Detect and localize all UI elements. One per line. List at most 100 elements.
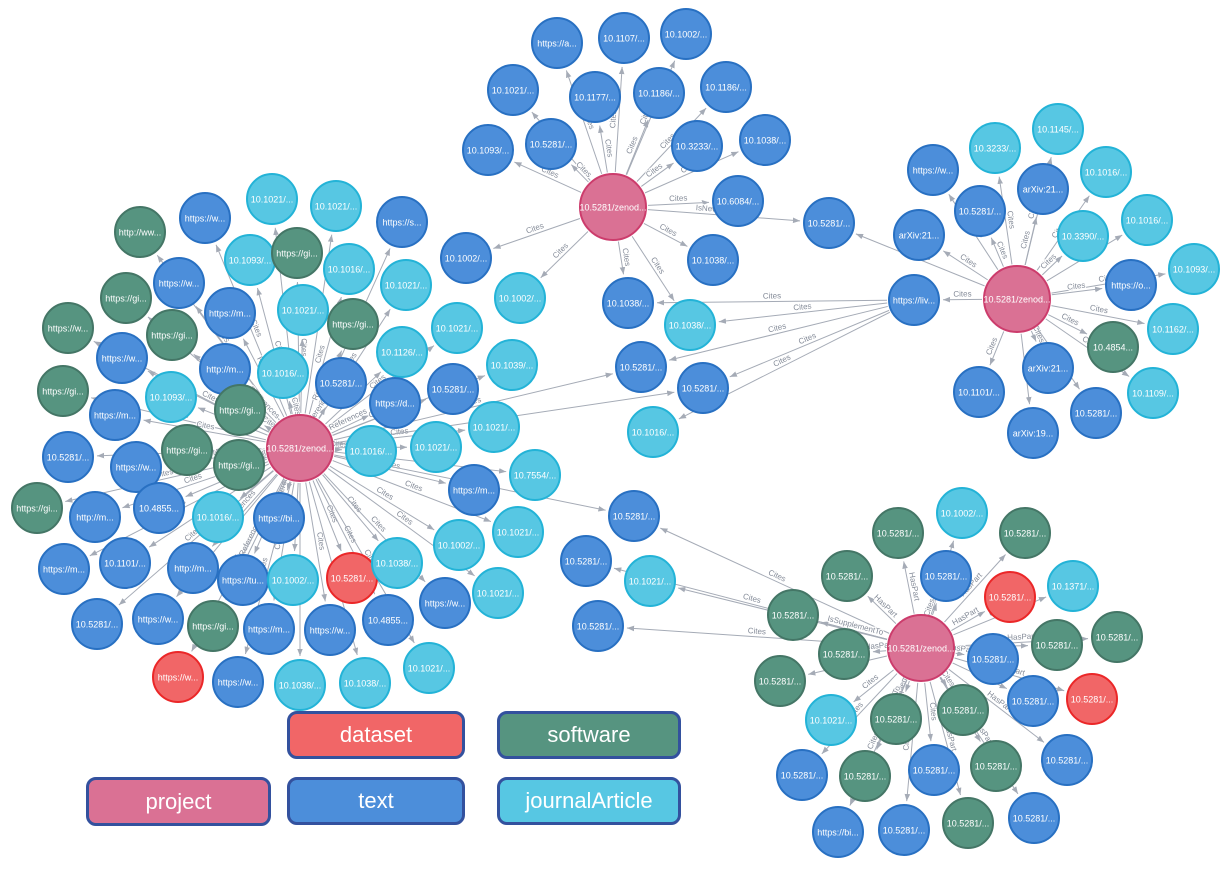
graph-node-project[interactable]: 10.5281/zenod... (579, 173, 647, 241)
graph-node-text[interactable]: https://tu... (217, 554, 269, 606)
graph-node-text[interactable]: 10.5281/... (908, 744, 960, 796)
graph-node-text[interactable]: https://w... (153, 257, 205, 309)
graph-node-text[interactable]: 10.5281/... (71, 598, 123, 650)
legend-software[interactable]: software (497, 711, 681, 759)
graph-node-text[interactable]: 10.1107/... (598, 12, 650, 64)
graph-node-software[interactable]: https://gi... (271, 227, 323, 279)
graph-node-journalArticle[interactable]: 10.1021/... (277, 284, 329, 336)
graph-node-journalArticle[interactable]: 10.1109/... (1127, 367, 1179, 419)
graph-node-text[interactable]: 10.5281/... (560, 535, 612, 587)
graph-node-text[interactable]: https://w... (304, 604, 356, 656)
legend-journalArticle[interactable]: journalArticle (497, 777, 681, 825)
graph-node-text[interactable]: https://m... (38, 543, 90, 595)
graph-node-software[interactable]: 10.5281/... (754, 655, 806, 707)
graph-node-journalArticle[interactable]: 10.1093/... (1168, 243, 1220, 295)
graph-node-text[interactable]: 10.5281/... (920, 550, 972, 602)
graph-node-journalArticle[interactable]: 10.3390/... (1057, 210, 1109, 262)
graph-node-journalArticle[interactable]: 10.1021/... (492, 506, 544, 558)
graph-node-text[interactable]: 10.5281/... (525, 118, 577, 170)
graph-node-text[interactable]: 10.5281/... (1008, 792, 1060, 844)
graph-node-software[interactable]: 10.5281/... (942, 797, 994, 849)
graph-node-text[interactable]: 10.1038/... (687, 234, 739, 286)
graph-node-dataset[interactable]: https://w... (152, 651, 204, 703)
graph-node-text[interactable]: arXiv:21... (893, 209, 945, 261)
graph-node-software[interactable]: https://gi... (327, 298, 379, 350)
legend-text[interactable]: text (287, 777, 465, 825)
graph-node-text[interactable]: https://w... (179, 192, 231, 244)
graph-node-journalArticle[interactable]: 10.1016/... (345, 425, 397, 477)
graph-node-journalArticle[interactable]: 10.1021/... (310, 180, 362, 232)
graph-node-software[interactable]: https://gi... (213, 439, 265, 491)
graph-node-text[interactable]: 10.5281/... (677, 362, 729, 414)
graph-node-dataset[interactable]: 10.5281/... (1066, 673, 1118, 725)
graph-node-text[interactable]: https://w... (212, 656, 264, 708)
graph-node-text[interactable]: https://w... (419, 577, 471, 629)
graph-node-journalArticle[interactable]: 10.1016/... (627, 406, 679, 458)
graph-node-text[interactable]: 10.1101/... (953, 366, 1005, 418)
graph-node-journalArticle[interactable]: 10.1162/... (1147, 303, 1199, 355)
graph-node-software[interactable]: 10.5281/... (1091, 611, 1143, 663)
graph-node-text[interactable]: https://m... (448, 464, 500, 516)
graph-node-software[interactable]: https://gi... (161, 424, 213, 476)
graph-node-journalArticle[interactable]: 10.1016/... (192, 491, 244, 543)
graph-node-journalArticle[interactable]: 10.1021/... (380, 259, 432, 311)
graph-node-text[interactable]: 10.5281/... (427, 363, 479, 415)
graph-node-journalArticle[interactable]: 10.1126/... (376, 326, 428, 378)
graph-node-text[interactable]: 10.3233/... (671, 120, 723, 172)
graph-node-journalArticle[interactable]: 10.3233/... (969, 122, 1021, 174)
graph-node-text[interactable]: 10.1186/... (633, 67, 685, 119)
graph-node-journalArticle[interactable]: 10.1002/... (936, 487, 988, 539)
graph-node-text[interactable]: http://m... (167, 542, 219, 594)
graph-node-text[interactable]: 10.5281/... (878, 804, 930, 856)
graph-node-text[interactable]: https://a... (531, 17, 583, 69)
graph-node-text[interactable]: 10.5281/... (615, 341, 667, 393)
graph-node-journalArticle[interactable]: 10.1021/... (403, 642, 455, 694)
graph-node-text[interactable]: 10.5281/... (42, 431, 94, 483)
graph-node-text[interactable]: 10.1093/... (462, 124, 514, 176)
graph-node-text[interactable]: https://bi... (812, 806, 864, 858)
graph-node-journalArticle[interactable]: 10.1093/... (145, 371, 197, 423)
graph-node-journalArticle[interactable]: 10.1093/... (224, 234, 276, 286)
graph-node-text[interactable]: https://w... (907, 144, 959, 196)
graph-node-software[interactable]: https://gi... (11, 482, 63, 534)
graph-node-software[interactable]: 10.5281/... (870, 693, 922, 745)
graph-node-journalArticle[interactable]: 10.1016/... (323, 243, 375, 295)
graph-node-journalArticle[interactable]: 10.1002/... (433, 519, 485, 571)
graph-node-text[interactable]: 10.1002/... (440, 232, 492, 284)
graph-node-text[interactable]: 10.5281/... (1007, 675, 1059, 727)
graph-node-text[interactable]: 10.1038/... (739, 114, 791, 166)
graph-node-journalArticle[interactable]: 10.1021/... (805, 694, 857, 746)
graph-node-text[interactable]: 10.5281/... (572, 600, 624, 652)
graph-node-project[interactable]: 10.5281/zenod... (983, 265, 1051, 333)
graph-node-software[interactable]: 10.5281/... (872, 507, 924, 559)
graph-node-journalArticle[interactable]: 10.1021/... (246, 173, 298, 225)
graph-node-dataset[interactable]: 10.5281/... (326, 552, 378, 604)
graph-node-text[interactable]: 10.1002/... (660, 8, 712, 60)
graph-node-software[interactable]: https://gi... (37, 365, 89, 417)
graph-node-software[interactable]: 10.5281/... (767, 589, 819, 641)
graph-node-text[interactable]: 10.6084/... (712, 175, 764, 227)
graph-node-software[interactable]: 10.5281/... (937, 684, 989, 736)
graph-node-journalArticle[interactable]: 10.1021/... (468, 401, 520, 453)
graph-node-text[interactable]: https://w... (96, 332, 148, 384)
legend-dataset[interactable]: dataset (287, 711, 465, 759)
graph-node-journalArticle[interactable]: 10.1016/... (1080, 146, 1132, 198)
graph-node-journalArticle[interactable]: 10.1021/... (410, 421, 462, 473)
graph-node-text[interactable]: 10.5281/... (1041, 734, 1093, 786)
graph-node-text[interactable]: https://m... (243, 603, 295, 655)
graph-node-text[interactable]: 10.5281/... (954, 185, 1006, 237)
graph-node-journalArticle[interactable]: 10.1016/... (257, 347, 309, 399)
graph-node-text[interactable]: 10.1101/... (99, 537, 151, 589)
graph-node-text[interactable]: https://w... (132, 593, 184, 645)
graph-node-software[interactable]: https://gi... (187, 600, 239, 652)
graph-node-text[interactable]: 10.1038/... (602, 277, 654, 329)
graph-node-dataset[interactable]: 10.5281/... (984, 571, 1036, 623)
graph-node-text[interactable]: http://m... (69, 491, 121, 543)
graph-node-project[interactable]: 10.5281/zenod... (887, 614, 955, 682)
graph-node-software[interactable]: http://ww... (114, 206, 166, 258)
graph-node-text[interactable]: 10.4855... (362, 594, 414, 646)
graph-node-text[interactable]: arXiv:19... (1007, 407, 1059, 459)
graph-node-text[interactable]: 10.5281/... (1070, 387, 1122, 439)
graph-node-text[interactable]: 10.5281/... (608, 490, 660, 542)
